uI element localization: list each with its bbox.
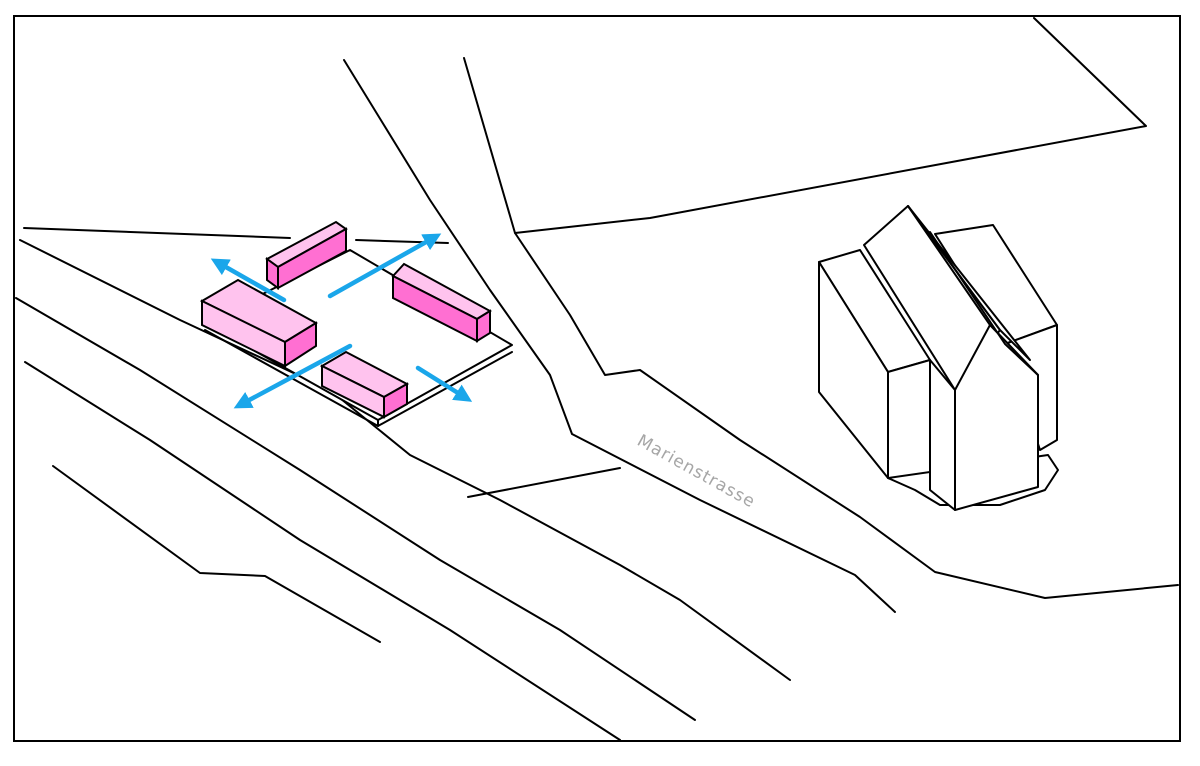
arrow-northeast [327,233,442,299]
marienstrasse-edge-right [463,57,1179,599]
drawing-frame [13,15,1181,742]
existing-building [818,205,1059,511]
volume-left-side [284,321,317,368]
parcel-top-line [23,227,291,239]
sidewalk-line [52,465,381,643]
building-roof-ridge [907,205,991,326]
building-gable-front [954,324,1039,511]
volume-front [319,350,410,419]
parcel-top-line-short [355,239,449,244]
volume-back-left-side [277,227,347,290]
marienstrasse-edge-left [343,59,896,613]
arrow-southwest [233,343,353,409]
parcel-back-line [514,17,1147,234]
arrow-northwest [210,258,287,303]
volume-left [199,278,318,368]
path-line [467,467,621,498]
site-lines [15,17,1179,741]
building-roof-edge [929,231,1039,376]
volume-back-left [265,220,348,290]
street-edge-lower [24,361,621,741]
street-label: Marienstrasse [634,431,759,513]
volume-right [391,262,492,343]
pink-volumes [199,220,492,419]
direction-arrows [210,233,473,409]
volume-right-side [476,309,491,343]
volume-front-side [383,382,408,419]
arrow-southeast [415,365,473,402]
building-left-wing-side [887,359,931,491]
street-edge-upper [19,239,791,681]
street-edge-middle [15,297,696,721]
